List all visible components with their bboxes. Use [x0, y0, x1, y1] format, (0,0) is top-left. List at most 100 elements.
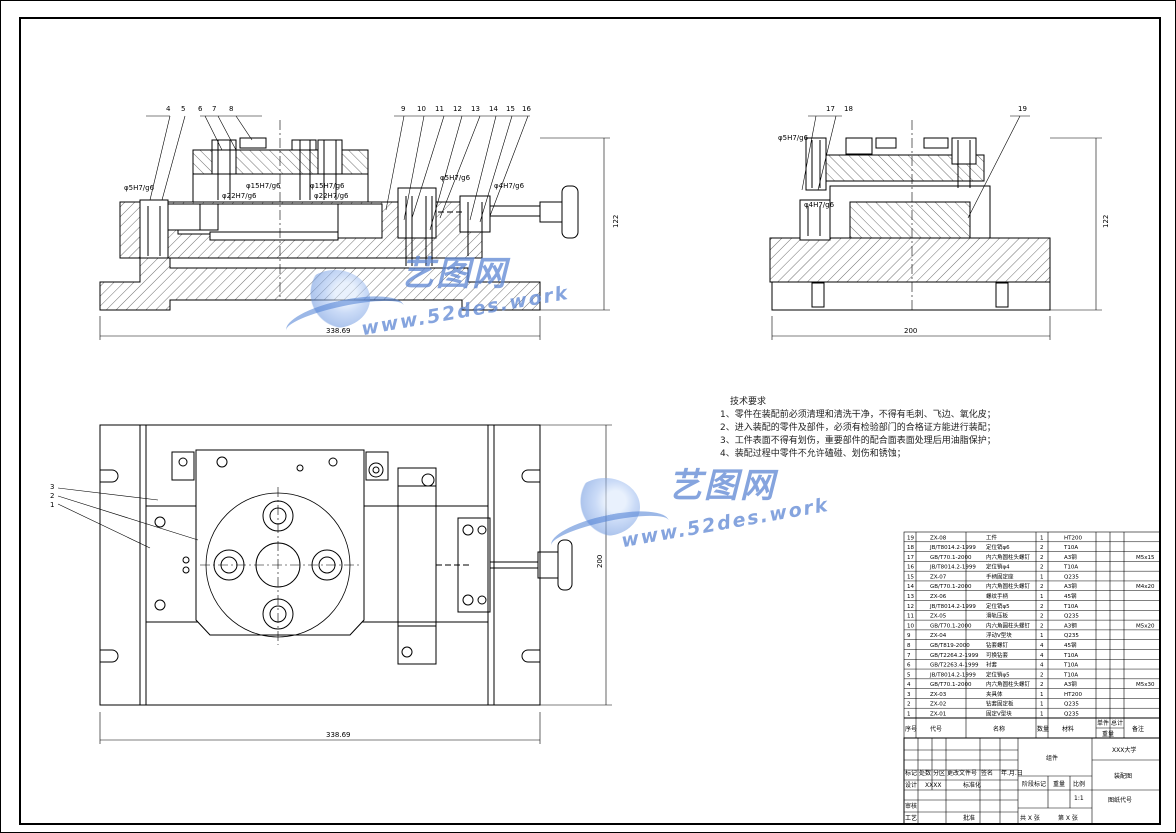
bom-cell-name: 固定V型块	[986, 710, 1012, 718]
bom-cell-mat: T10A	[1063, 672, 1078, 678]
bom-cell-mat: A3钢	[1064, 680, 1077, 688]
bom-cell-no: 9	[907, 633, 911, 639]
tech-requirement-item: 3、工件表面不得有划伤，重要部件的配合面表面处理后用油脂保护；	[720, 436, 996, 446]
tech-requirement-item: 2、进入装配的零件及部件，必须有检验部门的合格证方能进行装配；	[720, 423, 996, 433]
bom-cell-qty: 2	[1040, 604, 1044, 610]
bom-cell-name: 定位销φ6	[986, 543, 1010, 551]
bom-cell-name: 定位销φ5	[986, 602, 1010, 610]
bom-cell-code: GB/T70.1-2000	[930, 555, 972, 561]
bom-cell-code: ZX-08	[930, 535, 947, 541]
bom-cell-code: ZX-04	[930, 633, 947, 639]
fit-label: φ22H7/g6	[314, 192, 349, 200]
fit-label: φ5H7/g6	[778, 134, 809, 142]
bom-cell-qty: 1	[1040, 712, 1044, 718]
bom-header: 序号 代号 名称 数量 材料 单件 总计 重量 备注	[905, 719, 1144, 738]
bom-cell-no: 14	[907, 584, 914, 590]
bom-cell-mat: T10A	[1063, 565, 1078, 571]
bom-cell-no: 15	[907, 574, 914, 580]
title-assembly: 组件	[1046, 754, 1058, 762]
bom-cell-name: 螺纹手柄	[986, 592, 1009, 600]
bom-cell-name: 定位销φ4	[986, 563, 1010, 571]
part-no-12: 12	[453, 105, 462, 113]
bom-cell-qty: 2	[1040, 623, 1044, 629]
inner-border	[19, 17, 1161, 825]
bom-cell-qty: 4	[1040, 643, 1044, 649]
bom-cell-mat: 45钢	[1064, 592, 1077, 600]
bom-cell-name: 钻套固定板	[986, 700, 1014, 708]
bom-cell-name: 内六角圆柱头螺钉	[986, 621, 1031, 629]
bom-cell-mat: A3钢	[1064, 582, 1077, 590]
bom-header-name: 名称	[993, 725, 1005, 733]
bom-cell-name: 内六角圆柱头螺钉	[986, 553, 1031, 561]
bom-cell-mat: T10A	[1063, 653, 1078, 659]
bom-header-total: 总计	[1111, 719, 1123, 727]
part-no-1: 1	[50, 501, 54, 509]
front-view-labels: 4 5 6 7 8 9 10 11 12 13 14 15 16 φ5H7/g6…	[124, 105, 620, 335]
bom-header-note: 备注	[1132, 725, 1144, 733]
tech-requirement-item: 1、零件在装配前必须清理和清洗干净，不得有毛刺、飞边、氧化皮；	[720, 410, 996, 420]
bom-cell-qty: 2	[1040, 555, 1044, 561]
part-no-19: 19	[1018, 105, 1027, 113]
bom-cell-qty: 2	[1040, 545, 1044, 551]
bom-cell-no: 11	[907, 614, 914, 620]
part-no-17: 17	[826, 105, 835, 113]
title-sign-label: 签名	[981, 769, 993, 777]
bom-cell-no: 19	[907, 535, 914, 541]
bom-cell-name: 可换钻套	[986, 651, 1009, 659]
side-view	[769, 115, 1102, 340]
part-no-11: 11	[435, 105, 444, 113]
title-school: XXX大学	[1112, 746, 1136, 754]
bom-cell-code: GB/T819-2000	[930, 643, 970, 649]
bom-cell-no: 3	[907, 692, 911, 698]
bom-cell-qty: 1	[1040, 535, 1044, 541]
fit-label: φ4H7/g6	[494, 182, 525, 190]
tech-requirements: 技术要求 1、零件在装配前必须清理和清洗干净，不得有毛刺、飞边、氧化皮； 2、进…	[720, 396, 1050, 461]
title-design-label: 设计	[905, 781, 917, 789]
bom-cell-qty: 1	[1040, 633, 1044, 639]
bom-cell-mat: HT200	[1064, 692, 1082, 698]
part-no-9: 9	[401, 105, 405, 113]
watermark-text: 艺图网	[400, 254, 508, 294]
bom-cell-code: ZX-05	[930, 614, 947, 620]
bom-header-code: 代号	[930, 725, 942, 733]
bom-cell-code: JB/T8014.2-1999	[929, 545, 976, 551]
title-std-label: 标准化	[963, 781, 981, 789]
tech-requirements-title: 技术要求	[730, 397, 767, 407]
bom-cell-no: 1	[907, 712, 911, 718]
title-drawing-code: 图纸代号	[1108, 796, 1132, 804]
bom-cell-qty: 2	[1040, 672, 1044, 678]
bom-cell-no: 13	[907, 594, 914, 600]
fit-label: φ15H7/g6	[310, 182, 345, 190]
part-no-15: 15	[506, 105, 515, 113]
dim-width: 200	[904, 327, 917, 335]
bom-cell-code: JB/T8014.2-1999	[929, 565, 976, 571]
bom-cell-no: 18	[907, 545, 914, 551]
part-no-10: 10	[417, 105, 426, 113]
fit-label: φ22H7/g6	[222, 192, 257, 200]
bom-cell-qty: 2	[1040, 565, 1044, 571]
bom-cell-mat: Q235	[1064, 633, 1079, 639]
bom-cell-mat: Q235	[1064, 574, 1079, 580]
bom-cell-no: 16	[907, 565, 914, 571]
bom-cell-name: 内六角圆柱头螺钉	[986, 680, 1031, 688]
bom-cell-mat: A3钢	[1064, 553, 1077, 561]
bom-header-no: 序号	[905, 725, 917, 733]
title-scale: 1:1	[1074, 795, 1084, 802]
bom-cell-qty: 1	[1040, 594, 1044, 600]
bom-cell-mat: A3钢	[1064, 621, 1077, 629]
bom-cell-qty: 1	[1040, 574, 1044, 580]
bom-cell-code: ZX-06	[930, 594, 947, 600]
part-no-18: 18	[844, 105, 853, 113]
bom-cell-qty: 1	[1040, 692, 1044, 698]
bom-cell-code: ZX-02	[930, 702, 946, 708]
bom-cell-name: 钻套螺钉	[986, 641, 1009, 649]
bom-cell-name: 工件	[986, 533, 998, 541]
dim-width: 338.69	[326, 327, 351, 335]
bom-cell-mat: 45钢	[1064, 641, 1077, 649]
bom-cell-code: JB/T8014.2-1999	[929, 604, 976, 610]
dim-height: 200	[596, 555, 604, 568]
part-no-5: 5	[181, 105, 185, 113]
part-no-2: 2	[50, 492, 54, 500]
bom-cell-code: GB/T2264.2-1999	[930, 653, 979, 659]
